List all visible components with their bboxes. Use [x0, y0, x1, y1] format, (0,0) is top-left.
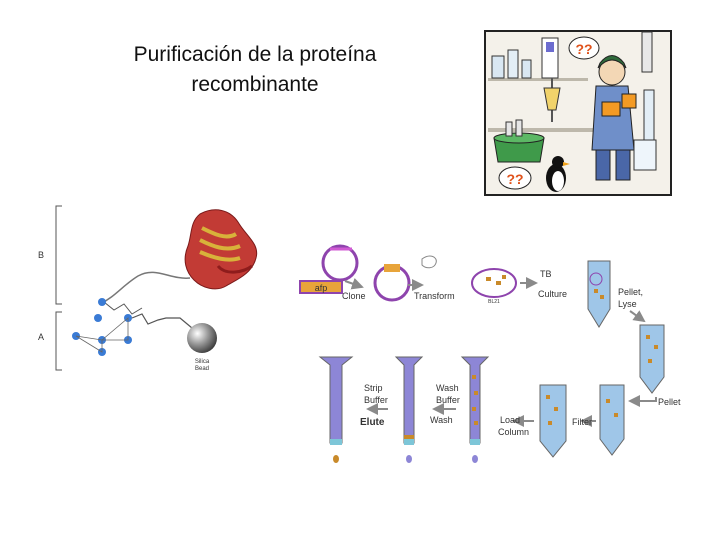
pellet-lyse-label-2: Lyse: [618, 299, 637, 309]
afp-bar: [299, 280, 343, 294]
wash-column: [460, 356, 490, 444]
protein-bead-structure: B A Silica Bead: [38, 205, 258, 372]
bl21-label: BL21: [488, 299, 500, 305]
bubble-bottom-text: ??: [506, 171, 523, 187]
afp-label: afp: [315, 283, 328, 293]
purification-workflow: afp Clone Transform BL21 TB Culture Pell…: [299, 244, 681, 463]
nta-complex: [72, 298, 132, 356]
label-b: B: [38, 250, 44, 260]
bubble-top-text: ??: [575, 41, 592, 57]
elute-column: [318, 356, 354, 444]
plasmid-icon: [321, 244, 359, 282]
culture-label: Culture: [538, 289, 567, 299]
pellet-label: Pellet: [658, 397, 681, 407]
ecoli-cell: [471, 268, 517, 298]
load-label-2: Column: [498, 427, 529, 437]
wash-buffer-label-2: Buffer: [436, 395, 460, 405]
protein-ribbon: [184, 209, 258, 290]
elute-label: Elute: [360, 417, 385, 428]
wash-buffer-label-1: Wash: [436, 383, 459, 393]
culture-tube: [587, 260, 611, 328]
load-tube: [539, 384, 567, 458]
filtered-tube: [599, 384, 625, 456]
strip-buffer-label-2: Buffer: [364, 395, 388, 405]
silica-bead: [187, 323, 217, 353]
clone-label: Clone: [342, 291, 366, 301]
scientist-cartoon: ?? ??: [484, 30, 672, 196]
strip-buffer-label-1: Strip: [364, 383, 383, 393]
pellet-lyse-label-1: Pellet,: [618, 287, 643, 297]
filter-label: Filter: [572, 417, 592, 427]
title-line-2: recombinante: [191, 73, 319, 96]
bead-label-1: Silica: [195, 359, 210, 365]
small-plasmid-icon: [421, 255, 437, 269]
bead-label-2: Bead: [195, 366, 209, 372]
tb-label: TB: [540, 269, 552, 279]
wash-label: Wash: [430, 415, 453, 425]
title-line-1: Purificación de la proteína: [133, 43, 377, 66]
load-label-1: Load: [500, 415, 520, 425]
middle-column: [394, 356, 424, 444]
transform-label: Transform: [414, 291, 455, 301]
label-a: A: [38, 332, 44, 342]
slide-title: Purificación de la proteína recombinante: [90, 40, 420, 100]
